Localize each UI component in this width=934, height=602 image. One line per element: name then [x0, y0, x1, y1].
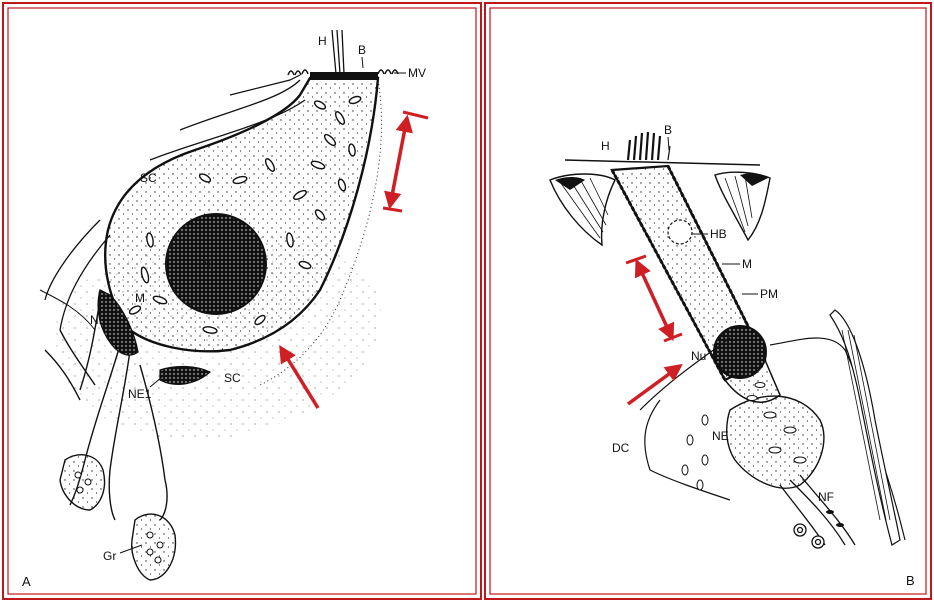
panel-a-label-gr: Gr — [103, 549, 116, 563]
panel-a-granular-ending-2 — [132, 514, 176, 580]
panel-b-label-dc: DC — [612, 441, 630, 455]
panel-a-length-bar — [383, 112, 428, 211]
panel-b-label-b: B — [664, 123, 672, 137]
panel-b-label-nu: Nu — [691, 349, 706, 363]
panel-b-label-hb: HB — [710, 227, 727, 241]
panel-b-label-pm: PM — [760, 287, 778, 301]
panel-b-label-nf: NF — [818, 490, 834, 504]
panel-a-label-m: M — [135, 291, 145, 305]
panel-a-label-nu: Nu — [202, 257, 217, 271]
panel-a-label-ne1: NE1 — [128, 387, 152, 401]
panel-a-label-ne: NE — [90, 313, 107, 327]
panel-a-label-b: B — [358, 43, 366, 57]
panel-a-label-sc-bottom: SC — [224, 371, 241, 385]
panel-b-nerve-ending — [727, 396, 824, 488]
panel-a-hair-bundle — [332, 30, 344, 74]
panel-a-corner-label: A — [22, 574, 31, 589]
panel-b-label-m: M — [742, 257, 752, 271]
panel-b-label-ne: NE — [712, 429, 729, 443]
panel-a-label-h: H — [318, 34, 327, 48]
panel-b-hensen-body — [668, 220, 692, 244]
panel-a-label-mv: MV — [408, 66, 426, 80]
panel-b-hair-bundle — [628, 132, 660, 160]
panel-b-corner-label: B — [906, 573, 915, 588]
panel-a-granular-ending-1 — [60, 455, 105, 510]
panel-b-drawing: H B HB M PM Nu DC NE NF B — [550, 123, 915, 588]
panel-b-label-h: H — [601, 139, 610, 153]
panel-b-pointer-arrow — [628, 366, 680, 404]
panel-a-label-sc-top: SC — [140, 171, 157, 185]
panel-a-drawing: H B MV SC Nu M NE NE1 SC Gr A — [22, 30, 428, 589]
